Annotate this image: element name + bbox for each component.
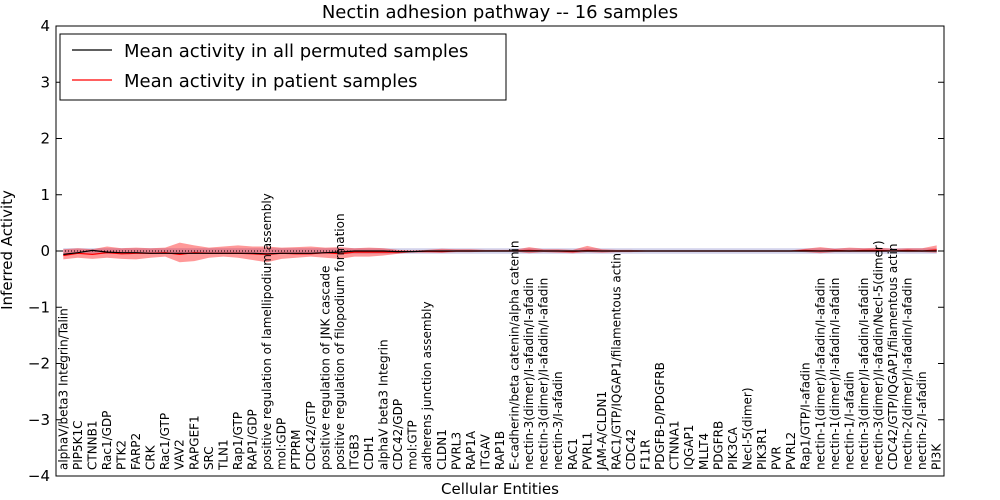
y-tick-label: 3 — [40, 73, 50, 91]
x-tick-label: CRK — [144, 444, 158, 470]
x-tick-label: E-cadherin/beta catenin/alpha catenin — [508, 240, 522, 470]
x-tick-label: positive regulation of filopodium format… — [333, 213, 347, 470]
x-tick-label: Rac1/GDP — [100, 411, 114, 470]
x-tick-label: SRC — [202, 446, 216, 470]
x-tick-label: PI3K — [930, 443, 944, 470]
x-tick-label: VAV2 — [173, 439, 187, 470]
x-tick-label: Necl-5(dimer) — [741, 387, 755, 470]
x-tick-label: RAC1/GTP/IQGAP1/filamentous actin — [610, 253, 624, 470]
x-tick-label: FARP2 — [129, 433, 143, 470]
x-tick-label: nectin-3(dimer)/I-afadin/I-afadin — [857, 278, 871, 470]
y-tick-label: −1 — [28, 298, 50, 316]
legend-label-permuted: Mean activity in all permuted samples — [124, 41, 468, 62]
x-tick-label: ITGB3 — [347, 434, 361, 470]
series-lines-layer — [56, 249, 944, 257]
y-tick-label: 4 — [40, 17, 50, 35]
x-tick-label: CDC42/GTP — [304, 401, 318, 470]
x-tick-label: CLDN1 — [435, 429, 449, 470]
x-tick-label: CTNNB1 — [85, 420, 99, 470]
x-tick-label: alphaV/beta3 Integrin/Talin — [56, 308, 70, 470]
x-tick-label: IQGAP1 — [682, 425, 696, 470]
patient-band — [63, 242, 937, 263]
y-tick-label: −3 — [28, 411, 50, 429]
x-axis-label: Cellular Entities — [441, 480, 559, 498]
legend: Mean activity in all permuted samples Me… — [59, 33, 507, 101]
x-tick-label: PTK2 — [115, 440, 129, 470]
x-tick-label: positive regulation of JNK cascade — [318, 266, 332, 470]
y-tick-label: 0 — [40, 242, 50, 260]
x-tick-label: PVR — [770, 446, 784, 470]
x-tick-label: PVRL1 — [580, 432, 594, 470]
x-tick-label: nectin-1(dimer)/I-afadin/I-afadin — [828, 278, 842, 470]
x-tick-label: CDC42 — [624, 429, 638, 470]
x-tick-label: nectin-3(dimer)/I-afadin/I-afadin — [537, 278, 551, 470]
x-tick-label: CDC42/GDP — [391, 399, 405, 470]
legend-box — [59, 33, 507, 101]
x-tick-label: PVRL3 — [449, 432, 463, 470]
x-tick-label: positive regulation of lamellipodium ass… — [260, 193, 274, 470]
x-tick-label: PIK3CA — [726, 426, 740, 470]
x-tick-label: PDGFB-D/PDGFRB — [653, 362, 667, 470]
x-tick-label: JAM-A/CLDN1 — [595, 391, 609, 471]
x-tick-label: ITGAV — [478, 433, 492, 470]
x-tick-label: CTNNA1 — [668, 420, 682, 470]
x-tick-label: Rac1/GTP — [158, 413, 172, 470]
y-axis-label: Inferred Activity — [0, 190, 16, 310]
x-tick-label: mol:GTP — [406, 420, 420, 470]
x-tick-label: PIK3R1 — [755, 428, 769, 470]
legend-label-patient: Mean activity in patient samples — [124, 71, 418, 92]
x-tick-label: PDGFRB — [711, 421, 725, 470]
x-tick-label: Rap1/GTP/I-afadin — [799, 362, 813, 470]
x-tick-label: nectin-1(dimer)/I-afadin/I-afadin — [813, 278, 827, 470]
x-tick-label: RAC1 — [566, 438, 580, 470]
chart-title: Nectin adhesion pathway -- 16 samples — [322, 2, 678, 23]
permuted-mean-line — [63, 249, 937, 255]
x-tick-label: RAP1B — [493, 431, 507, 470]
x-tick-label: nectin-2/I-afadin — [915, 371, 929, 470]
x-tick-label: MLLT4 — [697, 433, 711, 470]
x-tick-label: nectin-1/I-afadin — [842, 371, 856, 470]
axes-layer: −4 −3 −2 −1 0 1 2 3 4 — [28, 17, 945, 485]
x-tick-label: RAP1A — [464, 430, 478, 470]
x-tick-label: PTPRM — [289, 430, 303, 471]
x-tick-label: RAPGEF1 — [187, 415, 201, 470]
x-tick-label: mol:GDP — [275, 418, 289, 470]
x-tick-label: PVRL2 — [784, 432, 798, 470]
x-tick-label: nectin-3(dimer)/I-afadin/Necl-5(dimer) — [872, 240, 886, 470]
x-tick-label: RAP1/GDP — [246, 409, 260, 470]
y-tick-label: 1 — [40, 186, 50, 204]
x-tick-label: F11R — [639, 440, 653, 471]
x-tick-label: nectin-3/I-afadin — [551, 371, 565, 470]
x-tick-label: alphaV beta3 Integrin — [377, 339, 391, 470]
x-tick-label: TLN1 — [216, 439, 230, 471]
x-tick-label: Rap1/GTP — [231, 412, 245, 470]
y-tick-label: −2 — [28, 355, 50, 373]
x-tick-label: CDC42/GTP/IQGAP1/filamentous actin — [886, 244, 900, 470]
y-tick-label: −4 — [28, 467, 50, 485]
patient-band-layer — [63, 242, 937, 263]
x-tick-label: nectin-3(dimer)/I-afadin/I-afadin — [522, 278, 536, 470]
x-tick-label: adherens junction assembly — [420, 301, 434, 470]
x-tick-label: PIP5K1C — [71, 420, 85, 470]
x-tick-label: nectin-2(dimer)/I-afadin/I-afadin — [901, 278, 915, 470]
x-tick-label: CDH1 — [362, 436, 376, 470]
y-tick-label: 2 — [40, 130, 50, 148]
